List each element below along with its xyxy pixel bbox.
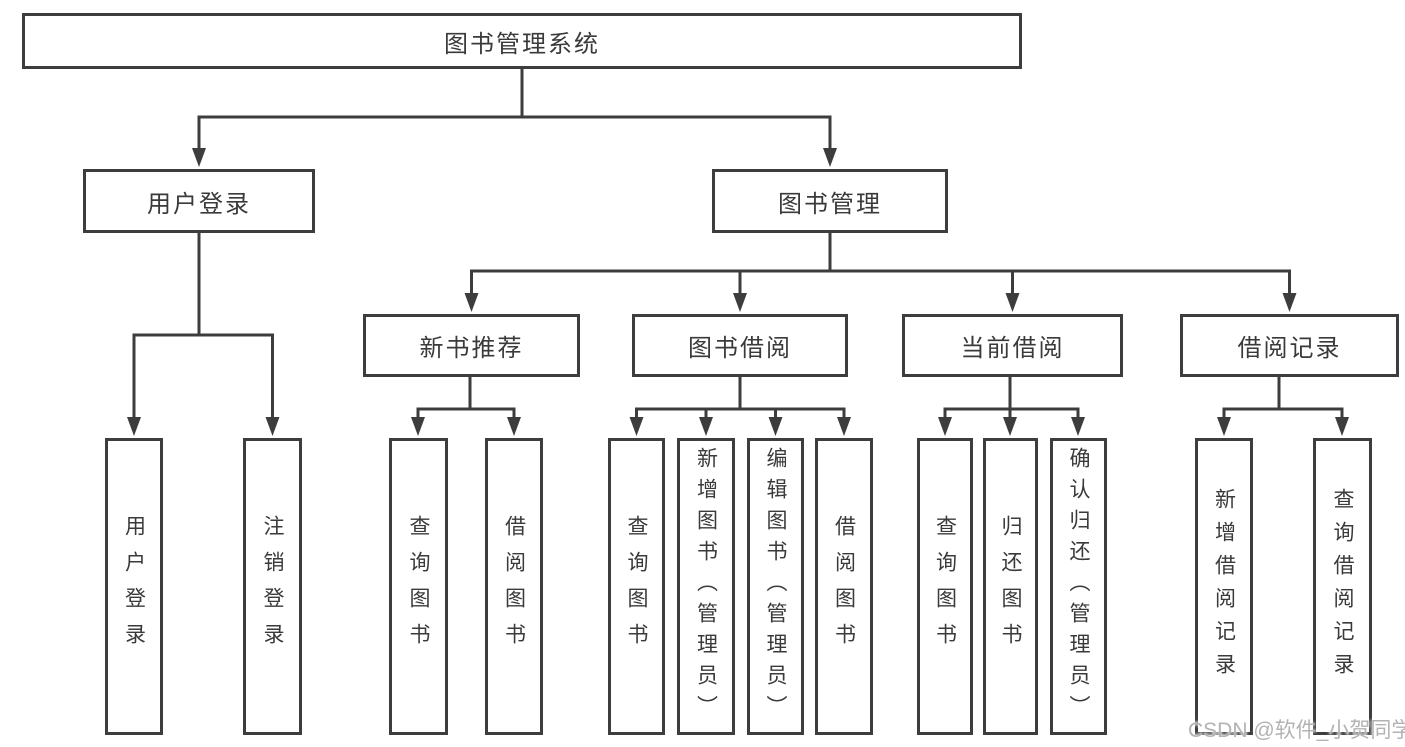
leaf-logout-label: 注销登录 <box>261 514 284 659</box>
leaf-query-books-current: 查询图书 <box>917 438 973 735</box>
node-borrowing-records-label: 借阅记录 <box>1237 335 1342 362</box>
leaf-query-books-borrowing: 查询图书 <box>608 438 665 735</box>
node-new-book-recommend: 新书推荐 <box>363 314 580 377</box>
leaf-borrow-books-borrowing: 借阅图书 <box>815 438 873 735</box>
leaf-query-books-current-label: 查询图书 <box>933 514 957 659</box>
leaf-logout: 注销登录 <box>243 438 302 735</box>
leaf-add-book-admin-label: 新增图书（管理员） <box>694 447 718 726</box>
leaf-query-borrow-record: 查询借阅记录 <box>1313 438 1372 735</box>
leaf-confirm-return-admin: 确认归还（管理员） <box>1050 438 1107 735</box>
leaf-edit-book-admin-label: 编辑图书（管理员） <box>764 447 787 726</box>
leaf-add-borrow-record-label: 新增借阅记录 <box>1212 487 1236 686</box>
node-new-book-recommend-label: 新书推荐 <box>419 335 524 362</box>
leaf-borrow-books-recommend: 借阅图书 <box>485 438 543 735</box>
node-borrowing-records: 借阅记录 <box>1180 314 1399 377</box>
node-current-borrowing: 当前借阅 <box>902 314 1123 377</box>
leaf-edit-book-admin: 编辑图书（管理员） <box>747 438 804 735</box>
leaf-confirm-return-admin-label: 确认归还（管理员） <box>1067 447 1090 726</box>
leaf-query-books-borrowing-label: 查询图书 <box>625 514 648 659</box>
leaf-user-login: 用户登录 <box>105 438 163 735</box>
node-current-borrowing-label: 当前借阅 <box>960 335 1065 362</box>
leaf-add-book-admin: 新增图书（管理员） <box>677 438 735 735</box>
node-root-label: 图书管理系统 <box>444 30 600 58</box>
arrowheads <box>127 148 1349 436</box>
leaf-user-login-label: 用户登录 <box>122 514 146 659</box>
node-book-management: 图书管理 <box>712 169 948 233</box>
leaf-borrow-books-recommend-label: 借阅图书 <box>502 514 526 659</box>
leaf-query-books-recommend: 查询图书 <box>389 438 448 735</box>
leaf-query-books-recommend-label: 查询图书 <box>407 514 430 659</box>
node-root: 图书管理系统 <box>22 13 1022 69</box>
leaf-return-book-label: 归还图书 <box>999 514 1022 659</box>
leaf-query-borrow-record-label: 查询借阅记录 <box>1331 487 1354 686</box>
leaf-return-book: 归还图书 <box>983 438 1038 735</box>
leaf-add-borrow-record: 新增借阅记录 <box>1195 438 1253 735</box>
node-user-login-group-label: 用户登录 <box>147 190 251 218</box>
node-book-management-label: 图书管理 <box>778 190 882 218</box>
node-user-login-group: 用户登录 <box>83 169 315 233</box>
node-book-borrowing-label: 图书借阅 <box>688 335 792 362</box>
csdn-watermark: CSDN @软件_小贺同学 <box>1188 719 1405 742</box>
leaf-borrow-books-borrowing-label: 借阅图书 <box>832 514 856 659</box>
node-book-borrowing: 图书借阅 <box>632 314 848 377</box>
